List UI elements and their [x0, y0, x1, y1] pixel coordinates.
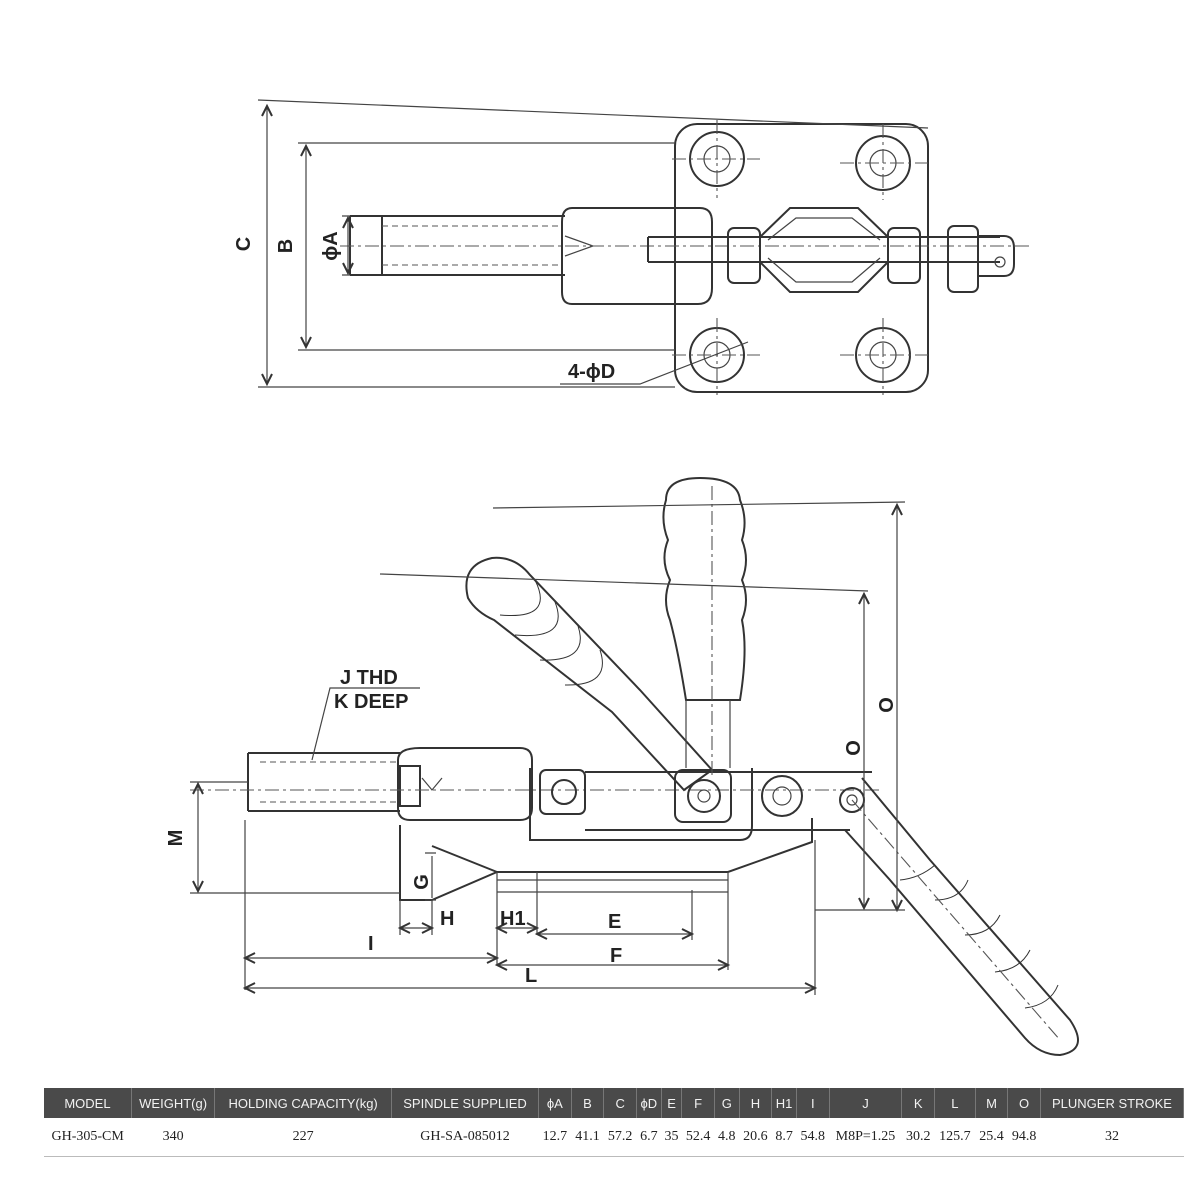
column-header: K: [901, 1088, 936, 1118]
dim-label-j-thd: J THD: [340, 667, 398, 689]
table-cell: 6.7: [636, 1118, 662, 1157]
column-header: G: [714, 1088, 740, 1118]
table-cell: 32: [1040, 1118, 1184, 1157]
side-view: J THD K DEEP M G H H1 E F I L O O: [165, 476, 1079, 1057]
column-header: WEIGHT(g): [131, 1088, 216, 1118]
dim-label-phi-a: ϕA: [320, 231, 342, 260]
dim-label-f: F: [610, 945, 622, 967]
table-cell: 30.2: [901, 1118, 935, 1157]
plunger-spindle: [349, 215, 565, 276]
column-header: C: [603, 1088, 637, 1118]
table-cell: 94.8: [1007, 1118, 1041, 1157]
column-header: J: [829, 1088, 903, 1118]
dim-label-l: L: [525, 965, 537, 987]
dim-label-m: M: [165, 830, 187, 847]
table-cell: 41.1: [571, 1118, 604, 1157]
column-header: ϕD: [636, 1088, 662, 1118]
dim-label-c: C: [233, 237, 255, 251]
dim-label-g: G: [411, 874, 433, 890]
table-cell: 57.2: [603, 1118, 637, 1157]
dim-label-o-inner: O: [843, 740, 865, 756]
top-view: C B ϕA 4-ϕD: [233, 99, 1030, 395]
column-header: HOLDING CAPACITY(kg): [214, 1088, 392, 1118]
table-cell: 20.6: [739, 1118, 772, 1157]
dim-label-i: I: [368, 933, 374, 955]
column-header: E: [661, 1088, 683, 1118]
column-header: I: [796, 1088, 830, 1118]
column-header: M: [975, 1088, 1009, 1118]
dim-label-h: H: [440, 908, 454, 930]
base-plate: [674, 123, 929, 393]
table-cell: 12.7: [538, 1118, 572, 1157]
table-cell: 52.4: [681, 1118, 715, 1157]
table-cell: GH-SA-085012: [391, 1118, 539, 1157]
column-header: B: [571, 1088, 605, 1118]
handle-closed: [844, 777, 1079, 1057]
dim-label-b: B: [275, 239, 297, 253]
column-header: MODEL: [44, 1088, 132, 1118]
column-header: H: [739, 1088, 773, 1118]
handle-angled: [465, 556, 714, 792]
dim-label-h1: H1: [500, 908, 526, 930]
dim-label-4-phi-d: 4-ϕD: [568, 361, 615, 383]
table-row: GH-305-CM 340 227 GH-SA-085012 12.7 41.1…: [44, 1118, 1184, 1157]
column-header: O: [1007, 1088, 1041, 1118]
table-header-row: MODEL WEIGHT(g) HOLDING CAPACITY(kg) SPI…: [44, 1088, 1185, 1118]
handle-vertical: [662, 476, 747, 701]
table-cell: 8.7: [771, 1118, 797, 1157]
clamp-body: [529, 768, 753, 841]
table-cell: 54.8: [796, 1118, 830, 1157]
table-cell: 35: [661, 1118, 682, 1157]
plunger-body: [561, 207, 713, 305]
specification-table: MODEL WEIGHT(g) HOLDING CAPACITY(kg) SPI…: [44, 1088, 1185, 1157]
table-cell: 125.7: [934, 1118, 976, 1157]
table-cell: GH-305-CM: [44, 1118, 132, 1157]
dim-label-e: E: [608, 911, 621, 933]
technical-drawing: C B ϕA 4-ϕD: [165, 99, 1079, 1057]
dim-label-o-outer: O: [876, 697, 898, 713]
column-header: H1: [771, 1088, 797, 1118]
column-header: ϕA: [538, 1088, 572, 1118]
table-cell: 25.4: [975, 1118, 1008, 1157]
column-header: SPINDLE SUPPLIED: [391, 1088, 540, 1118]
column-header: PLUNGER STROKE: [1040, 1088, 1185, 1118]
table-cell: M8P=1.25: [829, 1118, 902, 1157]
dim-label-k-deep: K DEEP: [334, 691, 408, 713]
table-cell: 227: [214, 1118, 392, 1157]
table-cell: 4.8: [714, 1118, 740, 1157]
table-cell: 340: [131, 1118, 215, 1157]
column-header: L: [934, 1088, 976, 1118]
column-header: F: [681, 1088, 715, 1118]
